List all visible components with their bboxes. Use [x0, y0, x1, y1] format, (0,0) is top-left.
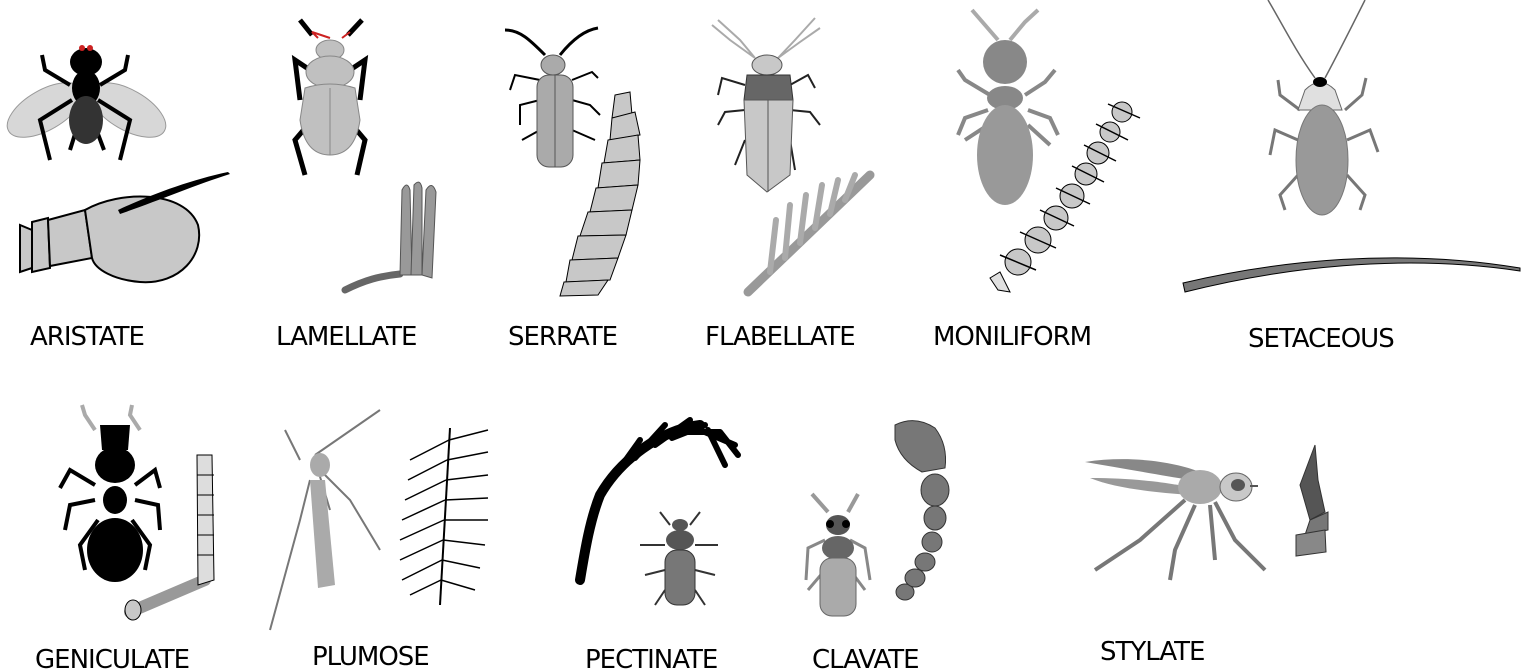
label-aristate: ARISTATE [30, 322, 144, 352]
stylate-antenna-detail [1296, 445, 1328, 556]
label-moniliform: MONILIFORM [933, 322, 1091, 352]
pectinate-beetle-illustration [640, 512, 718, 605]
stylate-fly-illustration [1085, 459, 1265, 580]
aristate-antenna-detail [20, 172, 230, 282]
clavate-antenna-detail [895, 421, 949, 600]
label-plumose: PLUMOSE [312, 642, 429, 671]
serrate-beetle-illustration [505, 28, 600, 167]
plumose-antenna-detail [400, 428, 488, 605]
label-serrate: SERRATE [508, 322, 617, 352]
pectinate-antenna-detail [580, 420, 738, 580]
label-setaceous: SETACEOUS [1248, 324, 1394, 354]
lamellate-antenna-detail [345, 182, 436, 290]
label-lamellate: LAMELLATE [276, 322, 416, 352]
lamellate-beetle-illustration [295, 20, 365, 175]
label-flabellate: FLABELLATE [705, 322, 855, 352]
flabellate-antenna-detail [748, 175, 870, 292]
geniculate-ant-illustration [60, 405, 160, 582]
label-geniculate: GENICULATE [35, 645, 189, 671]
label-clavate: CLAVATE [812, 645, 919, 671]
label-stylate: STYLATE [1100, 637, 1204, 667]
setaceous-antenna-detail [1183, 258, 1520, 292]
flabellate-beetle-illustration [712, 18, 820, 192]
clavate-beetle-illustration [806, 494, 870, 616]
aristate-fly-illustration [0, 45, 174, 160]
setaceous-cockroach-illustration [1268, 0, 1378, 215]
label-pectinate: PECTINATE [585, 645, 717, 671]
plumose-mosquito-illustration [270, 410, 380, 630]
moniliform-termite-illustration [958, 10, 1058, 205]
